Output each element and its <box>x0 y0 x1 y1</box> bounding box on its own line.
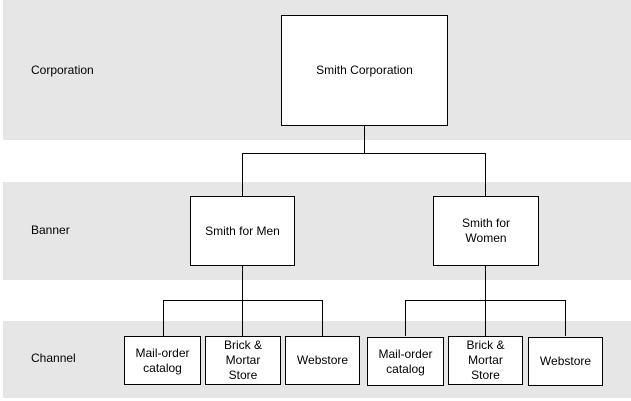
node-channel-women-brick: Brick & Mortar Store <box>448 336 523 385</box>
connector <box>405 300 566 301</box>
node-label: Mail-order catalog <box>378 346 433 376</box>
level-label-channel: Channel <box>31 351 76 365</box>
node-banner-women: Smith for Women <box>433 196 539 266</box>
node-label: Webstore <box>539 354 592 368</box>
connector <box>364 125 365 153</box>
connector <box>405 300 406 336</box>
level-label-banner: Banner <box>31 223 70 237</box>
node-label: Brick & Mortar Store <box>223 338 262 382</box>
node-label: Brick & Mortar Store <box>466 338 505 382</box>
node-channel-women-mailorder: Mail-order catalog <box>367 337 444 386</box>
connector <box>242 153 243 196</box>
connector <box>565 300 566 336</box>
node-label: Smith Corporation <box>316 63 413 77</box>
node-banner-men: Smith for Men <box>190 196 295 266</box>
level-label-corporation: Corporation <box>31 63 94 77</box>
connector <box>163 300 323 301</box>
connector <box>322 300 323 336</box>
node-label: Mail-order catalog <box>135 345 190 375</box>
node-channel-men-webstore: Webstore <box>285 336 360 385</box>
node-label: Webstore <box>296 353 349 367</box>
connector <box>485 153 486 196</box>
node-label: Smith for Men <box>205 223 280 238</box>
node-corporation: Smith Corporation <box>281 15 448 126</box>
connector <box>242 153 486 154</box>
node-channel-men-mailorder: Mail-order catalog <box>124 336 201 385</box>
node-channel-women-webstore: Webstore <box>528 337 603 386</box>
connector <box>163 300 164 336</box>
node-label: Smith for Women <box>461 216 510 245</box>
node-channel-men-brick: Brick & Mortar Store <box>205 336 281 385</box>
